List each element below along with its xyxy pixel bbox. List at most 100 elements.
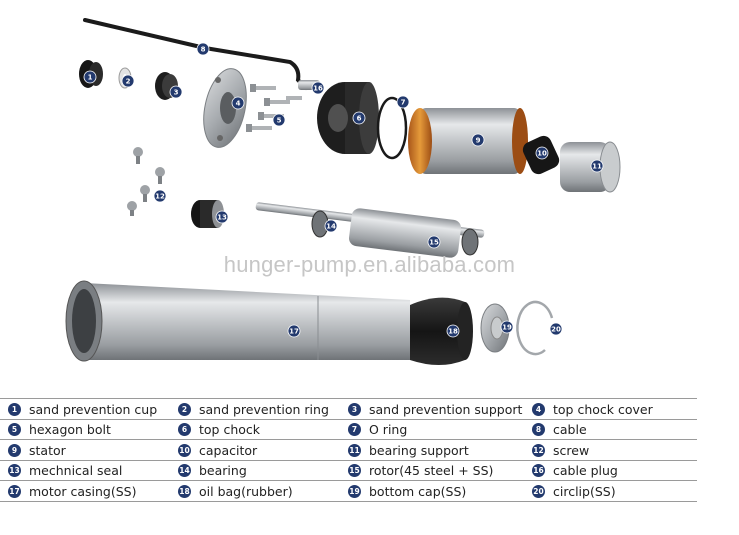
legend-divider xyxy=(0,501,697,502)
bottom-cap-part xyxy=(480,303,510,353)
circlip-part xyxy=(516,300,554,356)
callout-1: 1 xyxy=(83,70,97,84)
legend-label: hexagon bolt xyxy=(29,422,111,438)
svg-text:3: 3 xyxy=(174,89,179,97)
legend-item: 10 capacitor xyxy=(178,440,257,460)
legend-label: rotor(45 steel + SS) xyxy=(369,463,494,479)
legend-divider xyxy=(0,480,697,482)
legend-item: 5 hexagon bolt xyxy=(8,420,111,440)
legend-label: capacitor xyxy=(199,442,258,458)
legend-label: circlip(SS) xyxy=(553,483,616,499)
legend-number-badge: 8 xyxy=(532,423,545,437)
legend-number-badge: 12 xyxy=(532,443,545,457)
svg-text:1: 1 xyxy=(88,74,93,82)
callout-12: 12 xyxy=(153,189,167,203)
svg-text:7: 7 xyxy=(401,99,406,107)
legend-number-badge: 14 xyxy=(178,464,191,478)
callout-4: 4 xyxy=(231,96,245,110)
legend-number-badge: 13 xyxy=(8,464,21,478)
callout-5: 5 xyxy=(272,113,286,127)
legend-number-badge: 10 xyxy=(178,443,191,457)
hexagon-bolt-part xyxy=(246,84,302,132)
legend-item: 7 O ring xyxy=(348,420,407,440)
legend-number-badge: 11 xyxy=(348,443,361,457)
svg-text:8: 8 xyxy=(201,46,206,54)
legend-number-badge: 2 xyxy=(178,402,191,416)
svg-text:2: 2 xyxy=(126,78,131,86)
stator-part xyxy=(408,108,528,174)
legend-item: 20 circlip(SS) xyxy=(532,481,616,501)
legend-item: 14 bearing xyxy=(178,461,247,481)
legend-number-badge: 20 xyxy=(532,484,545,498)
svg-text:5: 5 xyxy=(277,117,282,125)
watermark-text: hunger-pump.en.alibaba.com xyxy=(223,252,516,277)
callout-7: 7 xyxy=(396,95,410,109)
callout-9: 9 xyxy=(471,133,485,147)
legend-label: top chock cover xyxy=(553,401,653,417)
legend-number-badge: 7 xyxy=(348,423,361,437)
legend-label: oil bag(rubber) xyxy=(199,483,293,499)
svg-text:15: 15 xyxy=(429,239,439,247)
legend-number-badge: 1 xyxy=(8,402,21,416)
callout-18: 18 xyxy=(446,324,460,338)
rotor-part xyxy=(255,202,485,258)
legend-divider xyxy=(0,459,697,461)
svg-text:16: 16 xyxy=(313,85,323,93)
svg-text:6: 6 xyxy=(357,115,362,123)
svg-text:11: 11 xyxy=(592,163,602,171)
screw-part xyxy=(127,147,165,216)
svg-text:12: 12 xyxy=(155,193,165,201)
callout-13: 13 xyxy=(215,210,229,224)
legend-label: screw xyxy=(553,442,590,458)
legend-number-badge: 9 xyxy=(8,443,21,457)
legend-divider xyxy=(0,418,697,420)
callout-20: 20 xyxy=(549,322,563,336)
legend-item: 8 cable xyxy=(532,420,587,440)
legend-number-badge: 4 xyxy=(532,402,545,416)
legend-divider xyxy=(0,439,697,441)
svg-text:17: 17 xyxy=(289,328,299,336)
legend-number-badge: 17 xyxy=(8,484,21,498)
callout-15: 15 xyxy=(427,235,441,249)
svg-text:18: 18 xyxy=(448,328,458,336)
motor-casing-part xyxy=(65,280,410,362)
legend-label: bearing xyxy=(199,463,247,479)
callout-17: 17 xyxy=(287,324,301,338)
legend-item: 1 sand prevention cup xyxy=(8,399,157,419)
legend-item: 9 stator xyxy=(8,440,66,460)
svg-text:19: 19 xyxy=(502,324,512,332)
callout-2: 2 xyxy=(121,74,135,88)
legend-label: bottom cap(SS) xyxy=(369,483,467,499)
callout-19: 19 xyxy=(500,320,514,334)
legend-number-badge: 18 xyxy=(178,484,191,498)
legend-label: O ring xyxy=(369,422,408,438)
o-ring-part xyxy=(376,96,408,160)
legend-label: cable xyxy=(553,422,587,438)
legend-number-badge: 5 xyxy=(8,423,21,437)
svg-text:14: 14 xyxy=(326,223,336,231)
svg-text:20: 20 xyxy=(551,326,561,334)
callout-8: 8 xyxy=(196,42,210,56)
legend-item: 4 top chock cover xyxy=(532,399,653,419)
legend-label: sand prevention cup xyxy=(29,401,158,417)
legend-number-badge: 19 xyxy=(348,484,361,498)
legend-number-badge: 6 xyxy=(178,423,191,437)
legend-label: stator xyxy=(29,442,66,458)
callout-10: 10 xyxy=(535,146,549,160)
legend-label: top chock xyxy=(199,422,261,438)
legend-label: sand prevention support xyxy=(369,401,523,417)
legend-divider xyxy=(0,398,697,399)
oil-bag-part xyxy=(410,297,473,365)
legend-item: 12 screw xyxy=(532,440,589,460)
callout-3: 3 xyxy=(169,85,183,99)
legend-label: cable plug xyxy=(553,463,618,479)
callout-11: 11 xyxy=(590,159,604,173)
